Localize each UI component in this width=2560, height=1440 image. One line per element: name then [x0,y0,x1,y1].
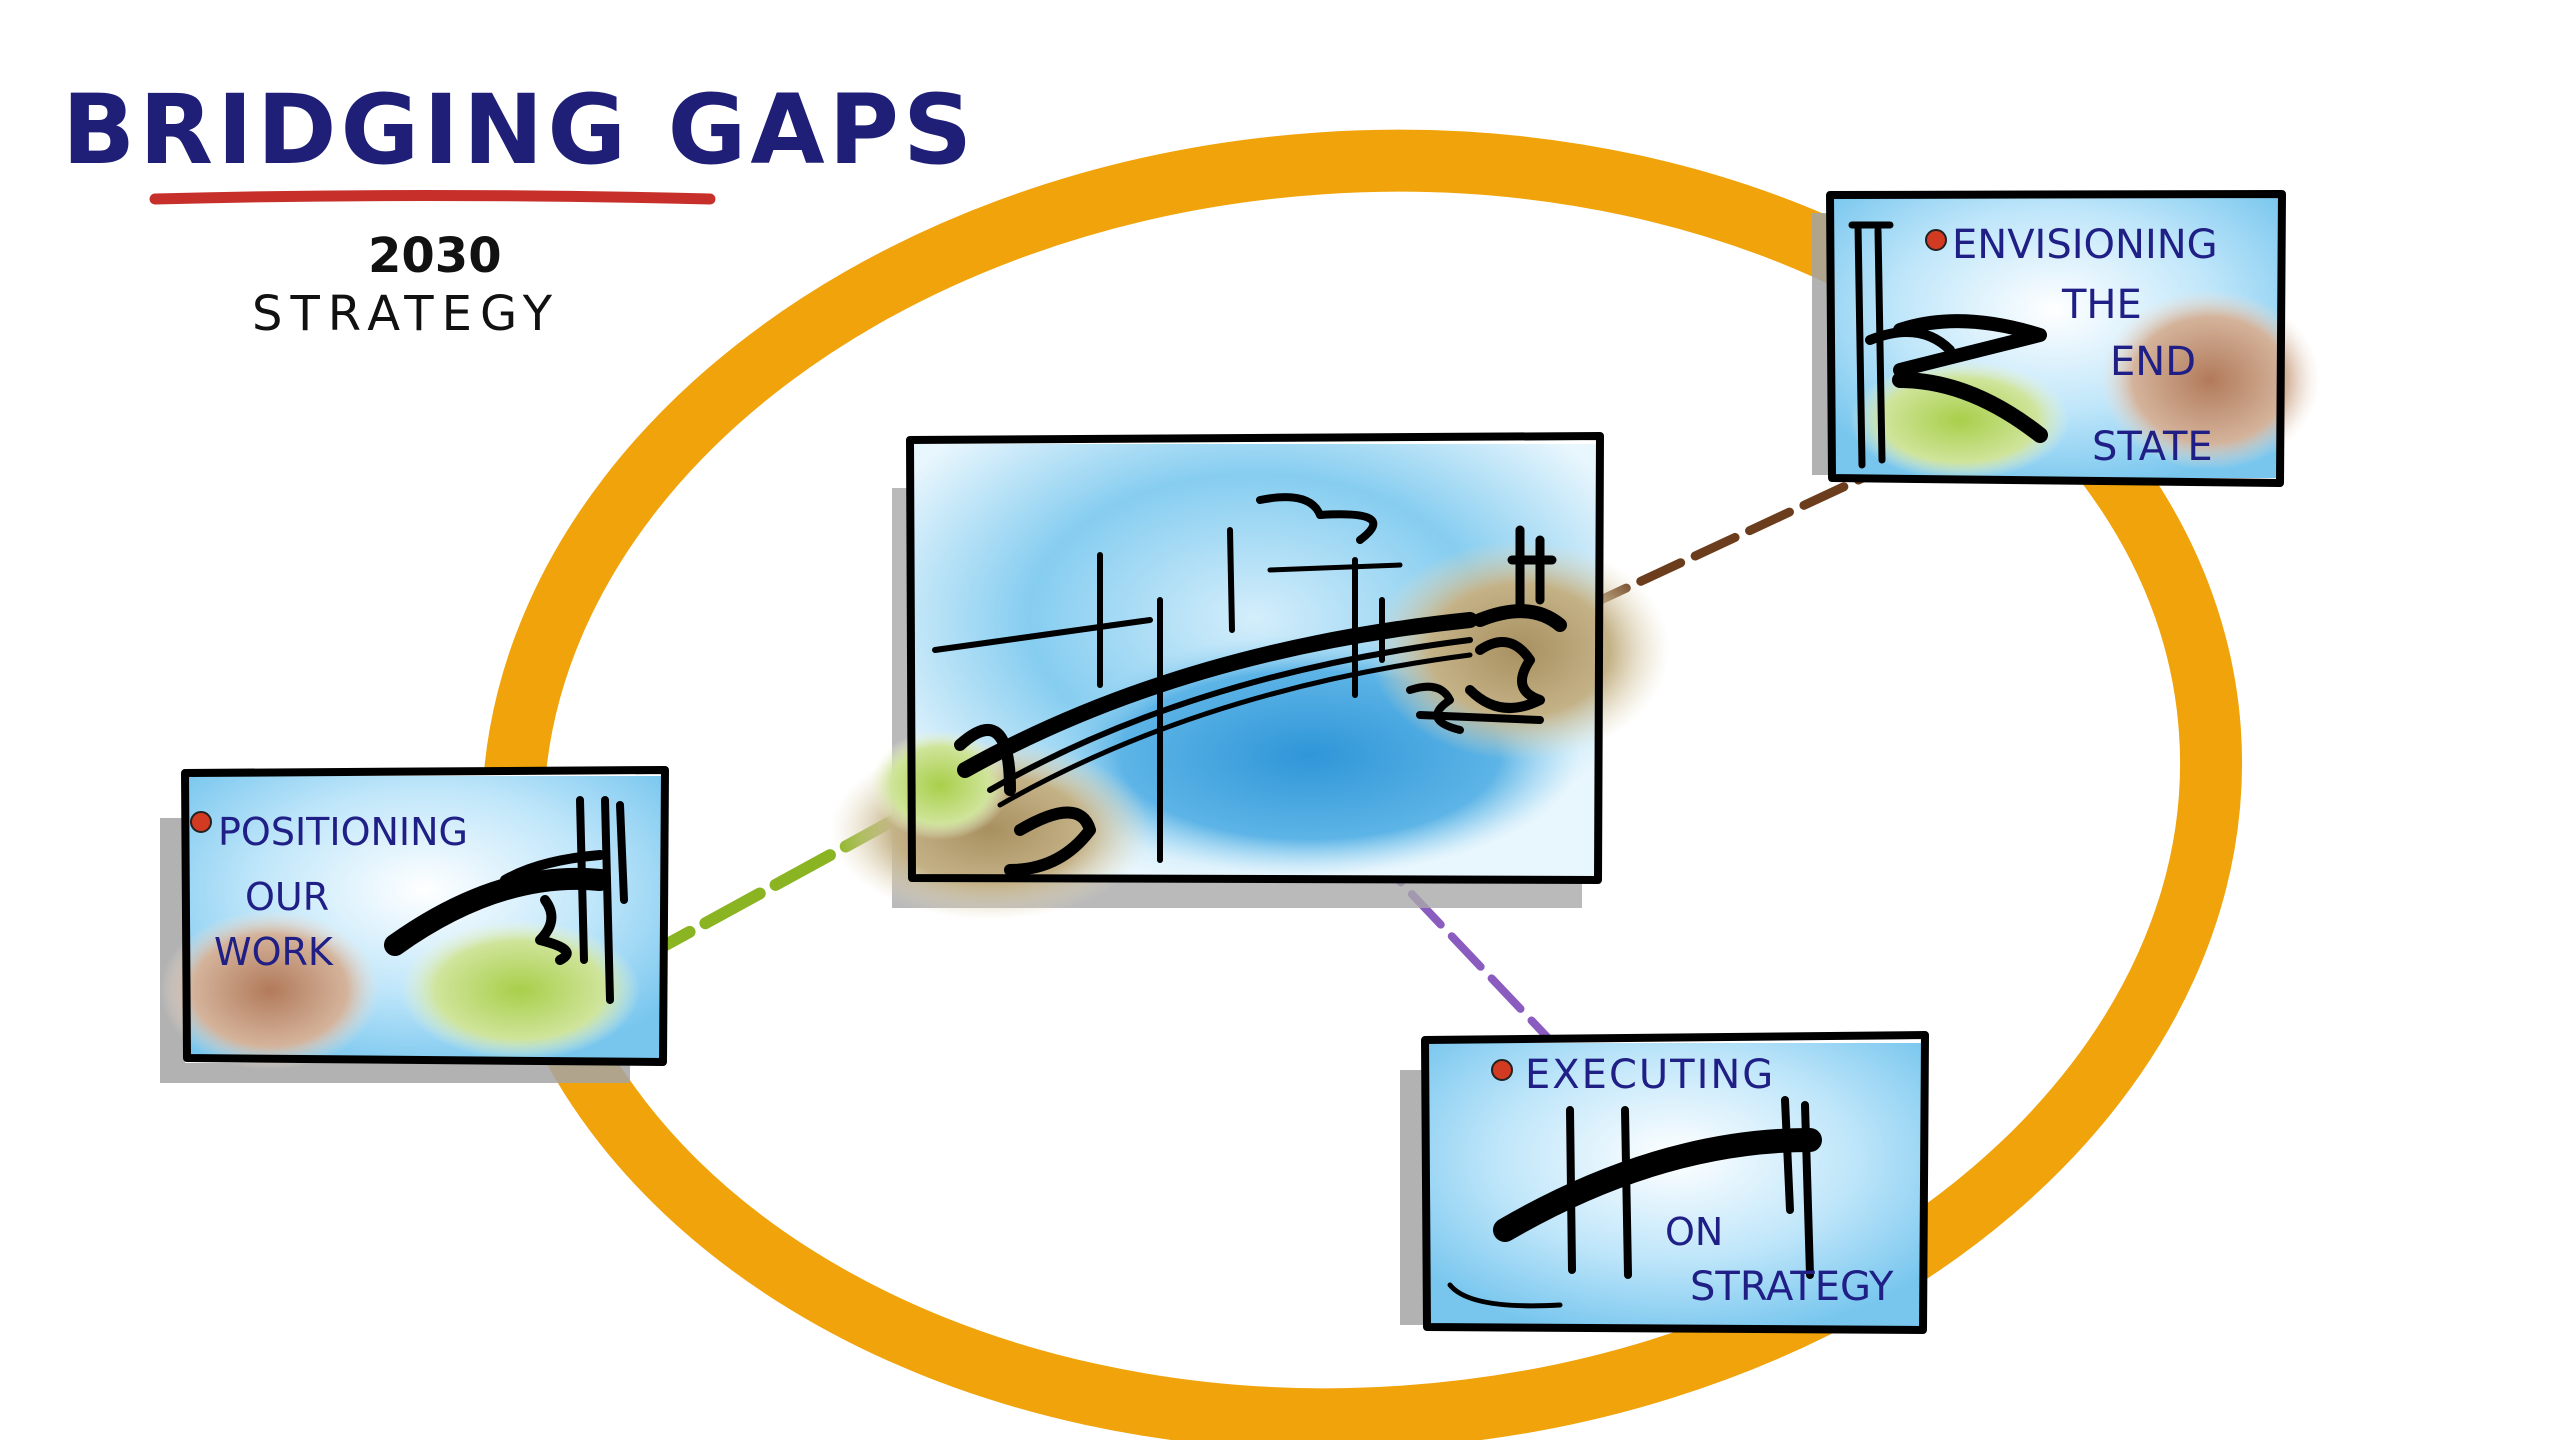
subtitle-year: 2030 [368,228,502,284]
central-scene-card [830,432,1670,920]
grass-left [870,730,1010,840]
bridge-scene-icon [932,493,1567,876]
executing-line2: ON [1665,1210,1723,1254]
card-bridge-sketch-executing [1447,1096,1822,1309]
positioning-marker-dot [190,811,212,833]
envisioning-line2: THE [2061,282,2142,328]
executing-card-frame [1421,1031,1929,1334]
positioning-card-frame [181,766,669,1066]
subtitle-strategy: STRATEGY [252,286,560,342]
envisioning-marker-dot [1925,229,1947,251]
page-title: BRIDGING GAPS [62,74,976,186]
envisioning-line3: END [2110,339,2196,385]
positioning-card: POSITIONING OUR WORK [160,766,669,1083]
executing-marker-dot [1491,1059,1513,1081]
title-group: BRIDGING GAPS 2030 STRATEGY [62,74,976,342]
executing-card: EXECUTING ON STRATEGY [1400,1031,1929,1334]
positioning-line1: POSITIONING [218,810,468,854]
executing-line1: EXECUTING [1525,1052,1775,1098]
central-card-frame [906,432,1604,884]
card-bridge-sketch-envisioning [1848,221,2048,469]
title-underline [149,190,716,205]
envisioning-line1: ENVISIONING [1952,222,2218,268]
positioning-line3: WORK [214,930,334,974]
envisioning-line4: STATE [2092,424,2213,470]
card-bridge-sketch-positioning [384,796,628,1004]
executing-line3: STRATEGY [1690,1264,1894,1310]
positioning-line2: OUR [245,875,329,919]
envisioning-card: ENVISIONING THE END STATE [1812,190,2320,487]
envisioning-card-frame [1826,190,2286,487]
